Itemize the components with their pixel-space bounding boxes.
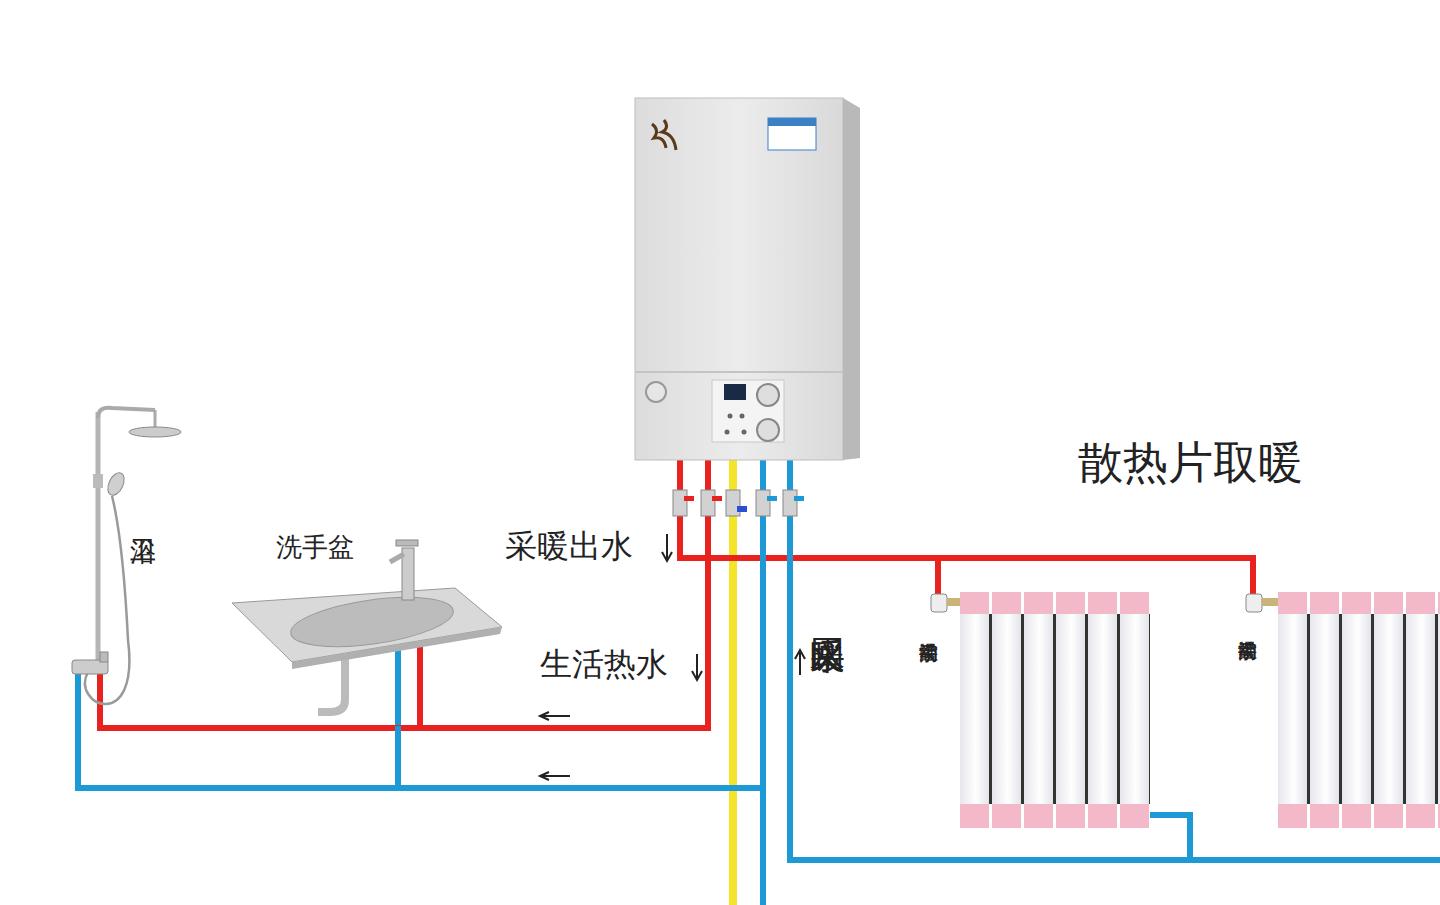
valve [701,490,715,516]
mixer-handle [100,652,108,662]
faucet-handle [396,540,418,546]
pressure-gauge [646,382,666,402]
pipe-connector [938,558,1253,584]
radiator-cap [1278,592,1440,614]
basin-node: 洗手盆 [228,530,508,726]
valve-handle [767,496,777,501]
pipes [78,460,1440,905]
valve-handle [684,496,694,501]
shower-set [72,408,181,704]
valve [756,490,770,516]
control-panel [712,380,784,442]
radiator-body [1278,614,1440,804]
shower-arm [154,410,157,428]
flow-arrows [540,534,805,780]
flow-arrow [540,772,570,780]
valve-handle [794,496,804,501]
radiator-node: 手动温控阀 [1236,584,1440,834]
flow-arrow [795,650,805,675]
indicator [742,430,747,435]
radiator-cap [960,592,1150,614]
pipe-connector [100,721,420,728]
spec-sticker [768,118,816,150]
shower-head [129,427,181,437]
valve [726,490,740,516]
shower-arm [98,408,155,418]
cold-water-pipe [760,460,766,905]
faucet-spout [390,554,404,562]
shower-pole [96,412,101,665]
radiator-node: 手动温控阀 [915,584,1158,834]
valve-handle [712,496,722,501]
radiator-cap [1278,804,1440,828]
boiler-body [635,98,843,460]
valves [673,490,804,516]
brand-logo [652,120,676,150]
valve-handle [737,506,747,512]
hot-water-pipe [97,672,103,721]
cold-water-pipe [75,672,81,721]
thermostatic-valve [1246,594,1262,612]
wall-boiler [635,98,860,460]
valve [673,490,687,516]
hot-water-pipe [417,642,423,726]
cold-water-pipe [398,785,763,791]
indicator [725,430,730,435]
flow-arrow [540,712,570,720]
valve-fitting [1262,598,1278,606]
pipe-connector [78,721,398,788]
bowl [288,589,457,655]
valve [783,490,797,516]
radiator [931,592,1150,828]
wash-basin [232,540,502,712]
gas-pipe [729,460,737,905]
shower-node: 卫浴 [70,400,190,721]
boiler-seam [635,371,843,373]
valve-fitting [947,598,960,606]
spec-sticker [768,118,816,126]
slider [93,474,103,488]
heating-supply-pipe [680,460,938,558]
radiator-body [960,614,1150,804]
pipe-label: 生活热水 [540,648,668,680]
pipe-label: 散热片取暖 [1078,440,1303,485]
heating-return-pipe [1150,815,1190,860]
flow-arrow [662,534,672,561]
heating-return-pipe [790,460,1440,860]
thermostatic-valve [931,594,947,612]
boiler-side [843,98,860,460]
indicator [728,414,733,419]
node-label: 洗手盆 [276,534,354,560]
knob [757,419,779,441]
radiator-cap [960,804,1150,828]
indicator [740,414,745,419]
radiator [1246,592,1440,828]
hot-water-pipe [420,460,708,728]
display [724,384,746,400]
flow-arrow [692,654,702,680]
cold-water-pipe [395,645,401,726]
knob [757,384,779,406]
hand-shower [105,470,128,498]
pipe-label: 采暖出水 [505,530,633,562]
